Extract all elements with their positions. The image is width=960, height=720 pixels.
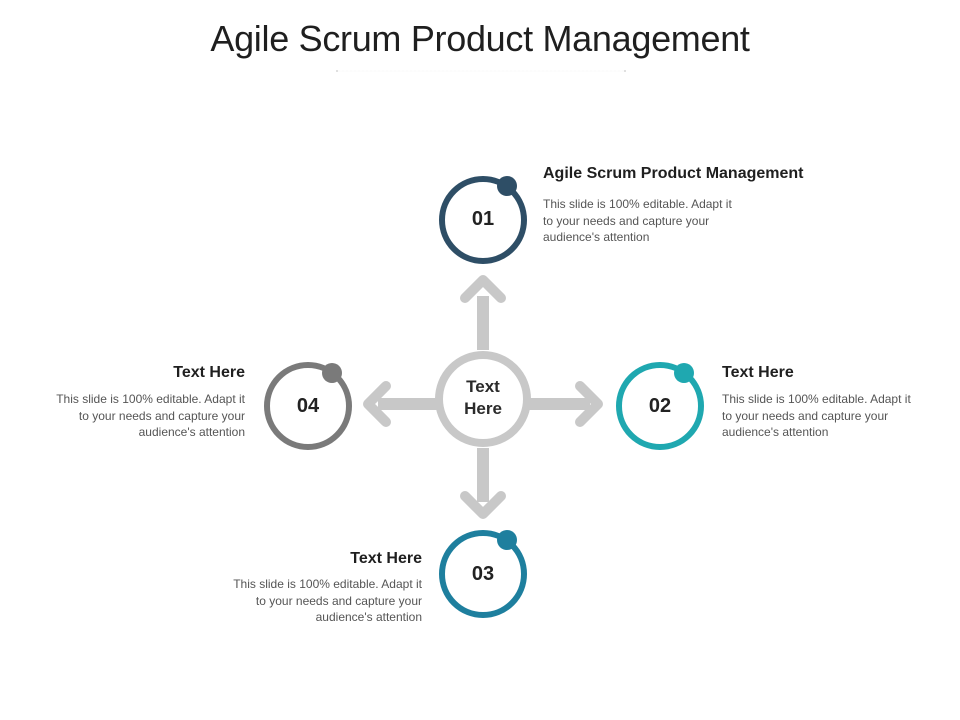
arrow-up [460, 275, 506, 350]
number-03: 03 [471, 563, 495, 585]
arrow-right [528, 381, 603, 427]
item-03-heading: Text Here [350, 550, 422, 567]
ring-02 [616, 362, 704, 450]
center-label-line-1: Text [466, 377, 500, 396]
number-02: 02 [648, 395, 672, 417]
item-04-description: This slide is 100% editable. Adapt it to… [56, 392, 245, 439]
slide-title: Agile Scrum Product Management [210, 18, 750, 59]
ring-01 [439, 176, 527, 264]
item-01-heading: Agile Scrum Product Management [543, 165, 804, 182]
ring-04 [264, 362, 352, 450]
ring-03 [439, 530, 527, 618]
center-ring [435, 351, 531, 447]
item-02-heading: Text Here [722, 364, 794, 381]
item-03-description: This slide is 100% editable. Adapt it to… [233, 577, 422, 624]
number-01: 01 [471, 208, 495, 230]
arrow-down [460, 448, 506, 519]
center-label-line-2: Here [464, 399, 502, 418]
item-04-heading: Text Here [173, 364, 245, 381]
arrow-left [363, 381, 440, 427]
item-02-description: This slide is 100% editable. Adapt it to… [722, 392, 911, 439]
number-04: 04 [296, 395, 320, 417]
title-divider [336, 70, 626, 72]
item-01-description: This slide is 100% editable. Adapt it to… [543, 197, 732, 244]
center-label: Text Here [443, 376, 523, 420]
